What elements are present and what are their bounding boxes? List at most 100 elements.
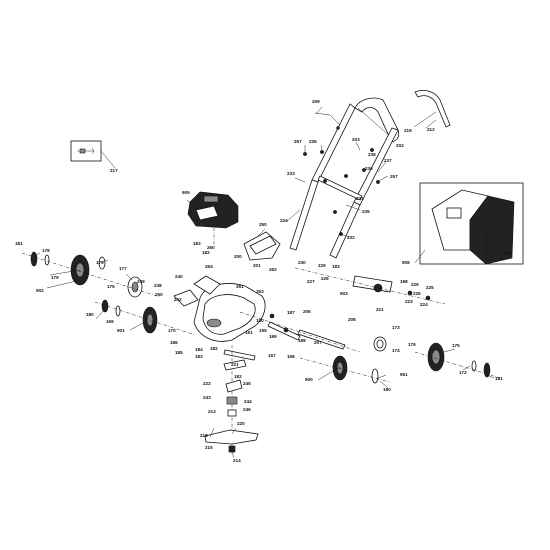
callout-182a: 182 xyxy=(202,250,210,255)
callout-167: 167 xyxy=(268,353,276,358)
callout-240: 240 xyxy=(175,274,183,279)
callout-209: 209 xyxy=(312,99,320,104)
callout-215: 215 xyxy=(205,445,213,450)
callout-210: 210 xyxy=(505,250,513,255)
callout-901: 901 xyxy=(117,328,125,333)
rear-axle-assembly xyxy=(294,267,446,305)
callout-218: 218 xyxy=(200,433,208,438)
callout-264: 264 xyxy=(205,264,213,269)
callout-186: 186 xyxy=(170,340,178,345)
callout-902a: 902 xyxy=(36,288,44,293)
callout-236a: 236 xyxy=(309,139,317,144)
grass-flap-251 xyxy=(243,231,281,261)
callout-244: 244 xyxy=(244,399,252,404)
callout-222: 222 xyxy=(203,381,211,386)
callout-187: 187 xyxy=(287,310,295,315)
callout-208: 208 xyxy=(348,317,356,322)
callout-260: 260 xyxy=(207,245,215,250)
callout-211: 211 xyxy=(376,307,384,312)
callout-183a: 183 xyxy=(193,241,201,246)
callout-237a: 237 xyxy=(384,158,392,163)
callout-220: 220 xyxy=(237,421,245,426)
callout-176b: 176 xyxy=(408,342,416,347)
callout-201: 201 xyxy=(253,263,261,268)
callout-172: 172 xyxy=(459,370,467,375)
callout-195: 195 xyxy=(259,328,267,333)
callout-261: 261 xyxy=(236,284,244,289)
callout-175b: 175 xyxy=(452,343,460,348)
callout-213: 213 xyxy=(208,409,216,414)
callout-224: 224 xyxy=(420,302,428,307)
callout-232: 232 xyxy=(347,235,355,240)
callout-190: 190 xyxy=(256,318,264,323)
callout-169: 169 xyxy=(106,319,114,324)
callout-238: 238 xyxy=(368,152,376,157)
callout-182b: 182 xyxy=(210,346,218,351)
callout-180b: 180 xyxy=(383,387,391,392)
engine-905 xyxy=(187,191,239,245)
callout-170: 170 xyxy=(168,328,176,333)
callout-230: 230 xyxy=(298,260,306,265)
callout-181a: 181 xyxy=(15,241,23,246)
callout-229b: 229 xyxy=(411,282,419,287)
grass-bag-inset xyxy=(419,182,524,265)
callout-236b: 236 xyxy=(365,166,373,171)
mower-deck xyxy=(173,275,266,342)
callout-181b: 181 xyxy=(495,376,503,381)
wheel-right-top xyxy=(414,342,501,379)
callout-226a: 226 xyxy=(321,276,329,281)
callout-168: 168 xyxy=(287,354,295,359)
callout-184: 184 xyxy=(195,347,203,352)
callout-177a: 177 xyxy=(119,266,127,271)
callout-212: 212 xyxy=(427,127,435,132)
callout-199: 199 xyxy=(269,334,277,339)
wheel-left-top xyxy=(21,251,161,298)
callout-183c: 183 xyxy=(195,354,203,359)
callout-178a: 178 xyxy=(42,248,50,253)
callout-225: 225 xyxy=(426,285,434,290)
callout-260b: 260 xyxy=(155,292,163,297)
wheel-left-bottom xyxy=(94,299,196,336)
callout-174: 174 xyxy=(392,348,400,353)
callout-242: 242 xyxy=(174,297,182,302)
callout-206: 206 xyxy=(303,309,311,314)
callout-179a: 179 xyxy=(51,275,59,280)
callout-900: 900 xyxy=(305,377,313,382)
callout-198: 198 xyxy=(400,279,408,284)
callout-263: 263 xyxy=(256,289,264,294)
leader-lines xyxy=(33,106,508,459)
callout-238b: 238 xyxy=(154,283,162,288)
callout-217: 217 xyxy=(110,168,118,173)
callout-182c: 182 xyxy=(234,374,242,379)
callout-905: 905 xyxy=(182,190,190,195)
callout-191: 191 xyxy=(245,330,253,335)
callout-233: 233 xyxy=(287,171,295,176)
callout-229a: 229 xyxy=(318,263,326,268)
callout-203: 203 xyxy=(352,137,360,142)
callout-173: 173 xyxy=(392,325,400,330)
callout-223: 223 xyxy=(405,299,413,304)
callout-188: 188 xyxy=(298,338,306,343)
callout-221: 221 xyxy=(231,362,239,367)
callout-249: 249 xyxy=(137,279,145,284)
callout-185: 185 xyxy=(175,350,183,355)
callout-908: 908 xyxy=(402,260,410,265)
callout-235: 235 xyxy=(362,209,370,214)
callout-250: 250 xyxy=(259,222,267,227)
callout-219: 219 xyxy=(404,128,412,133)
callout-180a: 180 xyxy=(86,312,94,317)
callout-207: 207 xyxy=(314,340,322,345)
blade-stack xyxy=(204,345,259,455)
callout-246: 246 xyxy=(243,407,251,412)
callout-176a: 176 xyxy=(96,260,104,265)
sticker-217 xyxy=(70,140,116,169)
callout-903: 903 xyxy=(340,291,348,296)
handle-assembly xyxy=(289,90,451,259)
callout-227: 227 xyxy=(307,279,315,284)
callout-202: 202 xyxy=(396,143,404,148)
callout-245: 245 xyxy=(243,381,251,386)
callout-214: 214 xyxy=(233,458,241,463)
callout-243: 243 xyxy=(203,395,211,400)
